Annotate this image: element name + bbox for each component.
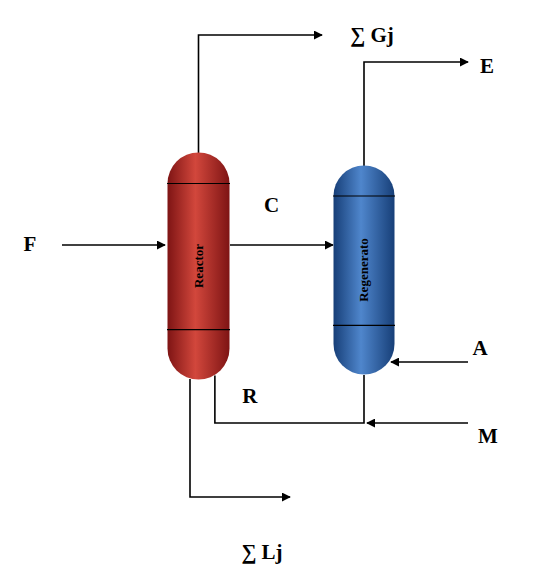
- vessel-name: Reactor: [191, 244, 207, 288]
- stream-label: C: [264, 193, 279, 218]
- vessel-name: Regenerato: [356, 238, 372, 302]
- stream-label: M: [478, 424, 498, 449]
- air-line: [391, 361, 468, 363]
- feed-line: [62, 244, 165, 246]
- stream-connector: [215, 375, 364, 423]
- exhaust-line: [364, 62, 468, 166]
- stream-connector: [230, 244, 333, 246]
- reactor-vessel: Reactor: [167, 152, 230, 380]
- stream-label: ∑ Lj: [241, 540, 282, 565]
- stream-label: ∑ Gj: [350, 23, 394, 48]
- stream-label: R: [242, 384, 257, 409]
- gas-outlet-line: [199, 35, 323, 153]
- liquid-outlet-line: [190, 379, 290, 497]
- makeup-line: [367, 422, 468, 424]
- stream-label: A: [472, 336, 487, 361]
- stream-label: E: [480, 54, 494, 79]
- regenerator-vessel: Regenerato: [333, 165, 395, 375]
- stream-label: F: [24, 232, 37, 257]
